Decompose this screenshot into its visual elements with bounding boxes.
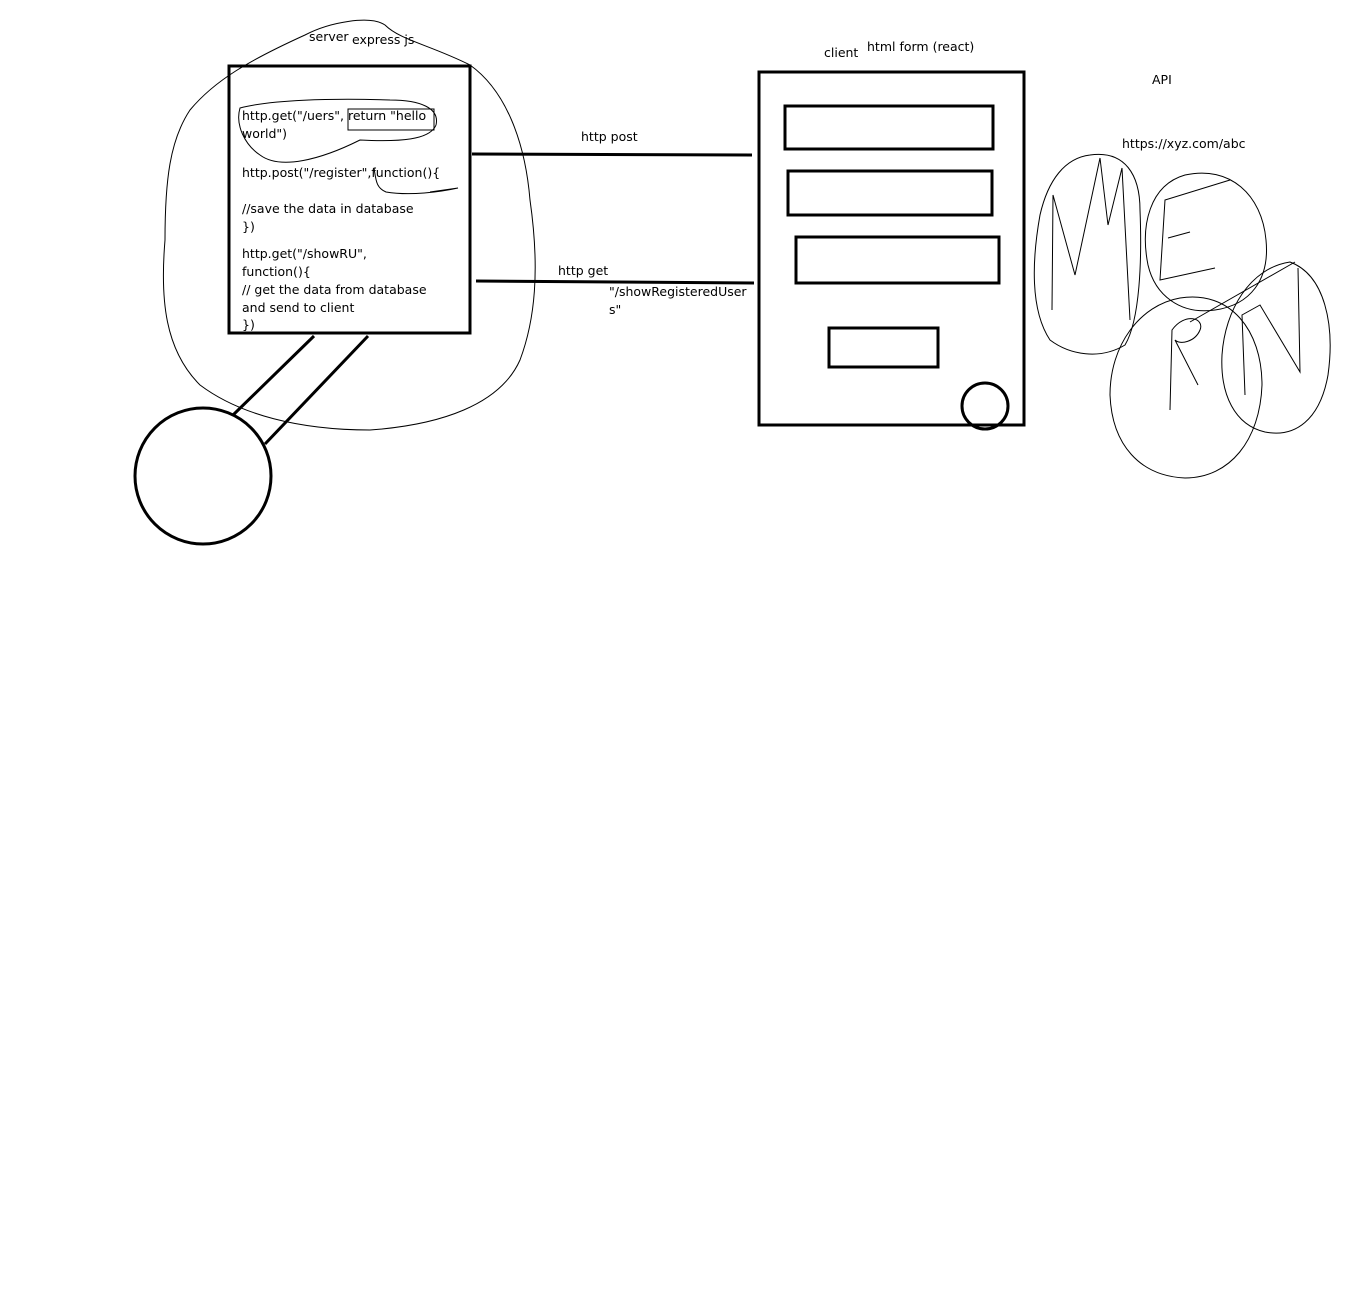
http-get-label: http get [558,263,609,278]
code-line: // get the data from database [242,282,427,297]
form-submit-button [827,326,940,369]
code-line: }) [242,219,255,234]
db-connector-right [263,334,370,446]
api-blob-r [1109,296,1263,479]
code-line: }) [242,317,255,332]
db-connector-left [230,334,316,418]
route-path-label-line2: s" [609,302,622,317]
http-post-line [471,152,753,157]
html-form-label: html form (react) [867,39,975,54]
route-scribble [238,98,437,163]
form-input-2 [786,169,994,217]
server-label: server [309,29,349,44]
api-letter-r [1169,318,1202,411]
server-box [227,64,472,335]
api-letter-n [1189,261,1301,396]
api-blob-m [1033,153,1142,355]
express-label: express js [352,32,415,47]
code-line: world") [242,126,288,141]
form-input-1 [783,104,995,151]
api-blob-n [1221,261,1331,434]
form-input-3 [794,235,1001,285]
function-scribble [373,167,459,195]
http-get-line [475,279,755,285]
api-blob-e [1144,172,1268,312]
server-cloud-outline [162,19,536,431]
api-url-label: https://xyz.com/abc [1122,136,1246,151]
return-highlight-box [347,108,435,131]
code-line: //save the data in database [242,201,414,216]
api-letter-m [1051,157,1131,321]
form-corner-circle [960,381,1010,431]
code-line: http.get("/showRU", [242,246,367,261]
client-label: client [824,45,859,60]
database-circle [133,406,273,546]
code-line: http.post("/register",function(){ [242,165,441,180]
http-post-label: http post [581,129,638,144]
code-line: and send to client [242,300,355,315]
api-letter-e [1159,179,1231,281]
code-line: http.get("/uers", return "hello [242,108,427,123]
client-form-box [757,70,1026,427]
code-line: function(){ [242,264,311,279]
api-label: API [1152,72,1172,87]
route-path-label-line1: "/showRegisteredUser [609,284,747,299]
